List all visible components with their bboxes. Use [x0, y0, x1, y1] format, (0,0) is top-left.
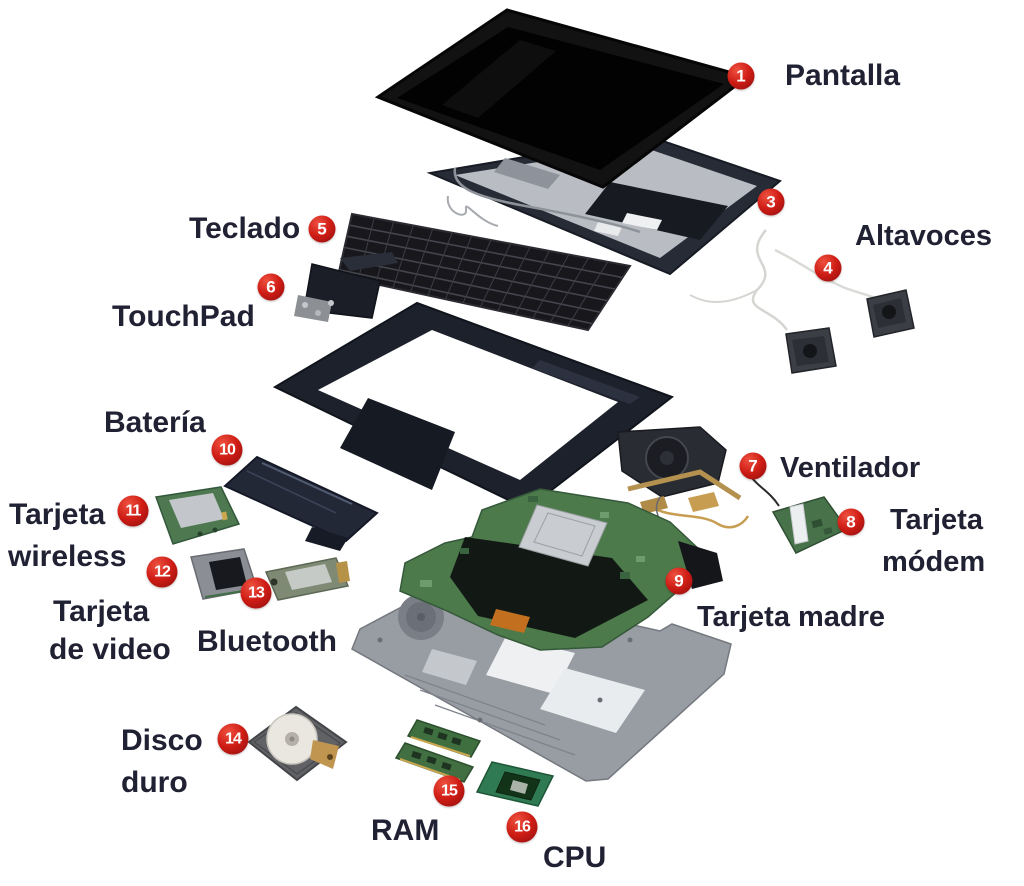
label-tarjeta-madre: Tarjeta madre: [697, 601, 886, 633]
wireless-card-illustration: [154, 486, 241, 545]
battery-illustration: [223, 455, 379, 551]
badge-pantalla: 1: [727, 62, 755, 90]
speaker-wires: [689, 229, 881, 331]
bluetooth-module-illustration: [264, 557, 350, 601]
badge-cpu: 16: [506, 811, 538, 843]
motherboard-illustration: [399, 488, 723, 651]
label-ram: RAM: [371, 814, 440, 847]
label-tarjeta-video-l2: de video: [49, 633, 171, 666]
label-teclado: Teclado: [189, 212, 301, 245]
label-tarjeta-video-l1: Tarjeta: [53, 595, 150, 628]
badge-ram: 15: [433, 775, 465, 807]
badge-disco-duro: 14: [217, 723, 249, 755]
hard-drive-illustration: [247, 705, 348, 782]
bottom-case-illustration: [351, 582, 732, 782]
cpu-chip-illustration: [475, 761, 555, 807]
badge-tarjeta-video: 12: [146, 556, 178, 588]
badge-altavoces: 4: [814, 254, 842, 282]
label-disco-duro-l1: Disco: [121, 724, 203, 757]
lid-back-cover-illustration: [426, 134, 782, 276]
badge-bateria: 10: [211, 434, 243, 466]
label-altavoces: Altavoces: [855, 220, 993, 252]
ram-modules-illustration: [394, 719, 482, 783]
badge-ventilador: 7: [739, 452, 767, 480]
screen-illustration: [374, 8, 751, 189]
badge-cubierta: 3: [757, 188, 785, 216]
badge-teclado: 5: [308, 215, 336, 243]
fan-illustration: [609, 426, 750, 531]
label-tarjeta-wireless-l2: wireless: [8, 540, 127, 573]
label-pantalla: Pantalla: [785, 59, 901, 92]
palmrest-top-case-illustration: [272, 301, 675, 511]
label-touchpad: TouchPad: [112, 300, 255, 333]
label-ventilador: Ventilador: [780, 452, 921, 484]
speaker-left-illustration: [785, 327, 837, 374]
badge-touchpad: 6: [257, 273, 285, 301]
label-bluetooth: Bluetooth: [197, 625, 337, 658]
label-disco-duro-l2: duro: [121, 766, 188, 799]
badge-bluetooth: 13: [240, 577, 272, 609]
label-tarjeta-wireless-l1: Tarjeta: [9, 498, 106, 531]
label-bateria: Batería: [104, 406, 206, 439]
label-tarjeta-modem-l2: módem: [882, 546, 986, 578]
label-tarjeta-modem-l1: Tarjeta: [890, 504, 983, 536]
badge-tarjeta-modem: 8: [837, 508, 865, 536]
label-cpu: CPU: [543, 841, 607, 874]
speaker-right-illustration: [866, 289, 915, 338]
badge-tarjeta-wireless: 11: [117, 495, 149, 527]
badge-tarjeta-madre: 9: [665, 567, 693, 595]
touchpad-module-illustration: [294, 252, 398, 322]
